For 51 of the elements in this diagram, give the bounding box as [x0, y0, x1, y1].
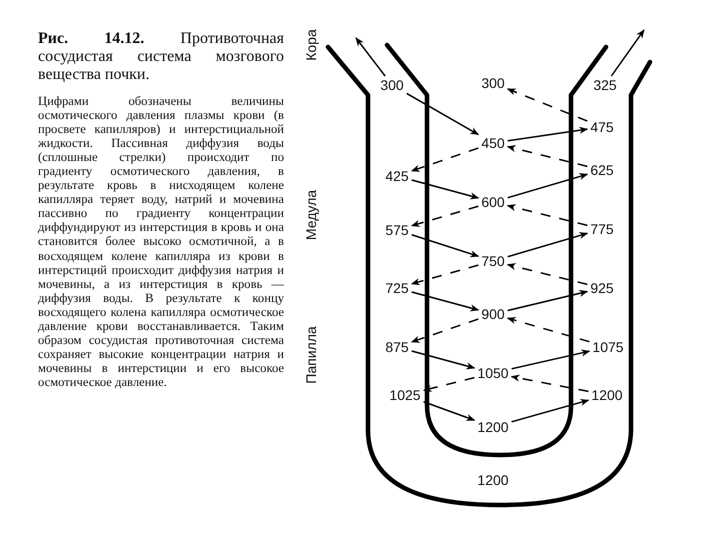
zone-label: Медула [303, 190, 319, 240]
pressure-value: 450 [480, 135, 506, 151]
pressure-value: 1200 [476, 419, 510, 435]
pressure-value: 1050 [476, 365, 510, 381]
pressure-value: 875 [384, 339, 410, 355]
arrow [411, 234, 480, 258]
pressure-value: 900 [480, 306, 506, 322]
pressure-value: 625 [589, 162, 615, 178]
arrow [411, 350, 476, 370]
dashed-arrow [506, 263, 588, 286]
pressure-value: 475 [589, 119, 615, 135]
zone-label: Папилла [303, 326, 319, 384]
dashed-arrow [506, 145, 588, 168]
pressure-value: 300 [379, 77, 405, 93]
zone-label: Кора [303, 29, 319, 61]
pressure-value: 1200 [476, 472, 510, 488]
arrow [511, 349, 590, 370]
figure-title: Рис. 14.12. Противоточная сосудистая система мозгового вещества почки. [38, 30, 284, 84]
arrow [507, 232, 588, 258]
dashed-arrow [506, 316, 590, 342]
dashed-arrow [410, 206, 479, 227]
pressure-value: 925 [589, 280, 615, 296]
dashed-arrow [506, 204, 588, 226]
arrow [411, 291, 480, 312]
pressure-value: 1075 [591, 339, 625, 355]
arrow [411, 179, 480, 200]
arrow [508, 126, 588, 142]
pressure-value: 425 [384, 168, 410, 184]
pressure-value: 1200 [590, 387, 624, 403]
arrow [406, 92, 480, 136]
arrow [355, 37, 386, 76]
pressure-value: 600 [480, 194, 506, 210]
pressure-value: 325 [592, 77, 618, 93]
dashed-arrow [410, 264, 479, 286]
pressure-value: 775 [589, 221, 615, 237]
pressure-value: 300 [480, 75, 506, 91]
dashed-arrow [410, 147, 479, 172]
pressure-value: 1025 [388, 387, 422, 403]
arrow [507, 173, 588, 198]
pressure-value: 575 [384, 222, 410, 238]
arrow [610, 29, 645, 76]
dashed-arrow [410, 318, 479, 343]
arrow [511, 398, 590, 422]
pressure-value: 750 [480, 253, 506, 269]
figure-caption: Цифрами обозначены величины осмотического давления плазмы крови (в просвете капилляров) и интерстициальной жидкости. Пассивная диффузия воды (сплошные стрелки) происходит по градиенту осмотического давления, в результате кровь в нисходящем колене капилляра теряет воду, натрий и мочевина пассивно по градиенту концентрации диффундируют из интерстиция в кровь и она становится более высоко осмотичной, а в восходящем колене капилляра из крови в интерстиций происходит диффузия натрия и мочевины, а из интерстиция в кровь — диффузия воды. В результате к концу восходящего колена капилляра осмотическое давление крови восстанавливается. Таким образом сосудистая противоточная система сохраняет высокие концентрации натрия и мочевины в интерстиции и его высокое осмотическое давление. [38, 94, 284, 389]
arrow [508, 290, 588, 312]
pressure-value: 725 [384, 280, 410, 296]
dashed-arrow [510, 374, 589, 392]
dashed-arrow [422, 376, 475, 392]
arrow [423, 401, 476, 421]
dashed-arrow [506, 88, 588, 122]
